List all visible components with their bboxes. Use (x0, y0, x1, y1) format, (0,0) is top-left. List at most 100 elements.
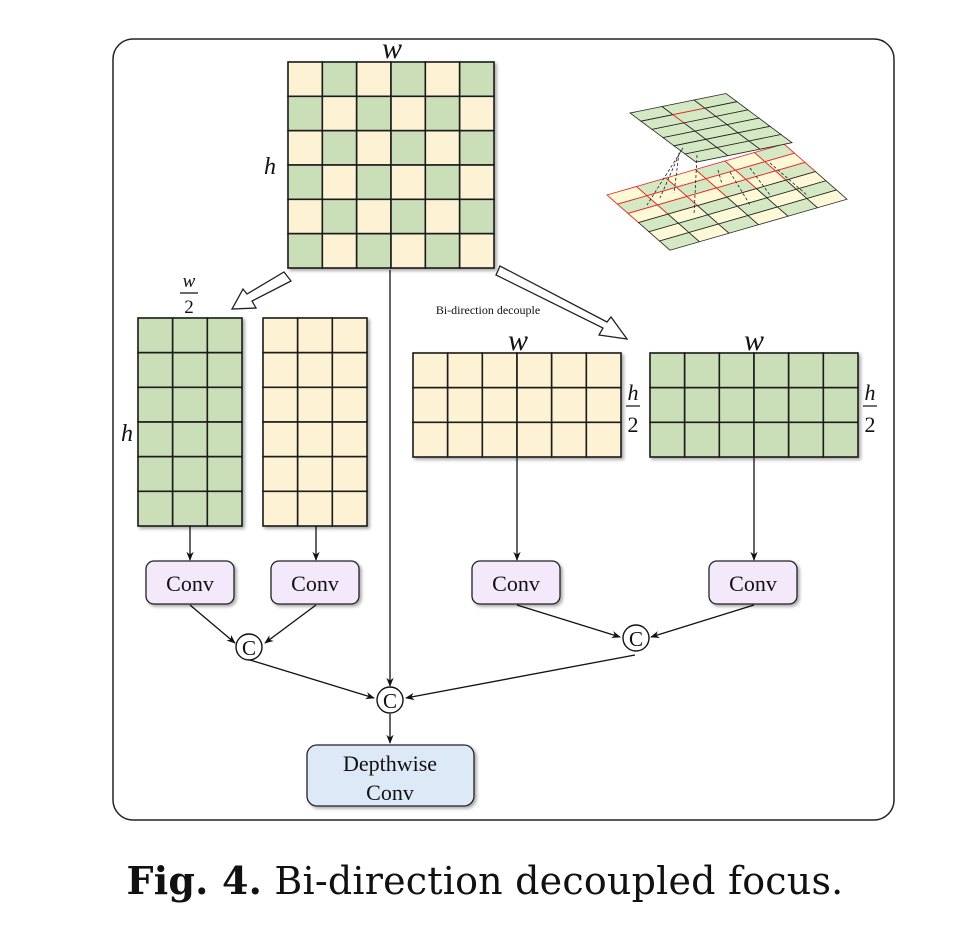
projection-lines (646, 147, 809, 216)
hsplit-yellow-height-denominator: 2 (628, 412, 639, 437)
grid-cell (206, 351, 243, 389)
grid-cell (355, 164, 392, 201)
grid-cell (649, 352, 686, 389)
grid-cell (718, 352, 755, 389)
edge-left-concat-to-center (249, 659, 375, 700)
grid-cell (321, 198, 358, 235)
connectors (186, 270, 758, 744)
grid-cell (753, 386, 790, 424)
grid-cell (296, 490, 334, 527)
grid-cell (321, 61, 358, 98)
edge-conv4-to-concat (650, 604, 755, 639)
grid-cell (585, 386, 622, 424)
grid-cell (171, 317, 209, 354)
conv-nodes: Conv Conv Conv Conv (145, 560, 798, 605)
grid-cell (331, 490, 368, 527)
grid-cell (355, 198, 392, 235)
grid-cell (424, 232, 461, 269)
conv-node-4: Conv (708, 560, 798, 605)
grid-cell (683, 352, 721, 389)
grid-cell (137, 317, 174, 354)
conv-label: Conv (492, 571, 540, 596)
grid-cell (753, 421, 790, 458)
grid-cell (171, 421, 209, 458)
edge-conv2-to-concat (264, 604, 317, 644)
grid-cell (331, 455, 368, 493)
hsplit-green-height-denominator: 2 (865, 412, 876, 437)
grid-cell (787, 421, 825, 458)
bi-direction-decouple-label: Bi-direction decouple (436, 303, 540, 317)
grid-cell (390, 61, 427, 98)
persp-top-grid (629, 93, 793, 163)
vsplit-green-half (137, 317, 243, 527)
grid-cell (321, 164, 358, 201)
grid-cell (550, 421, 588, 458)
persp-cell (806, 189, 848, 209)
grid-cell (822, 421, 859, 458)
grid-cell (137, 455, 174, 493)
grid-cell (458, 95, 495, 132)
grid-cell (683, 421, 721, 458)
grid-cell (412, 386, 449, 424)
grid-cell (171, 351, 209, 389)
input-height-label: h (264, 154, 276, 180)
hsplit-green-half (649, 352, 859, 458)
grid-cell (424, 164, 461, 201)
persp-bottom-grid (606, 143, 848, 251)
vsplit-height-label: h (121, 421, 133, 447)
vsplit-yellow-half (262, 317, 368, 527)
grid-cell (331, 421, 368, 458)
edge-conv1-to-concat (189, 604, 236, 644)
depthwise-label-line2: Conv (366, 780, 414, 805)
grid-cell (331, 386, 368, 423)
hsplit-green-width-label: w (744, 324, 764, 357)
grid-cell (262, 317, 299, 354)
grid-cell (516, 386, 553, 424)
grid-cell (321, 129, 358, 166)
grid-cell (787, 352, 825, 389)
grid-cell (822, 386, 859, 424)
grid-cell (481, 352, 518, 389)
grid-cell (206, 490, 243, 527)
grid-cell (355, 232, 392, 269)
grid-cell (355, 61, 392, 98)
depthwise-label-line1: Depthwise (343, 751, 437, 776)
grid-cell (390, 198, 427, 235)
grid-cell (585, 421, 622, 458)
grid-cell (296, 386, 334, 423)
conv-node-1: Conv (145, 560, 235, 605)
vsplit-width-numerator: w (183, 271, 196, 292)
grid-cell (206, 386, 243, 423)
grid-cell (424, 198, 461, 235)
grid-cell (137, 386, 174, 423)
grid-cell (262, 455, 299, 493)
edge-conv3-to-concat (516, 604, 621, 639)
grid-cell (171, 386, 209, 423)
conv-label: Conv (729, 571, 777, 596)
grid-cell (296, 455, 334, 493)
concat-node-center: C (376, 686, 404, 714)
grid-cell (458, 164, 495, 201)
hsplit-yellow-width-label: w (508, 324, 528, 357)
grid-cell (390, 232, 427, 269)
grid-cell (390, 164, 427, 201)
grid-cell (481, 386, 518, 424)
caption-text: Bi-direction decoupled focus. (262, 859, 844, 903)
grid-cell (718, 421, 755, 458)
grid-cell (287, 95, 324, 132)
grid-cell (296, 351, 334, 389)
grid-cell (331, 317, 368, 354)
persp-cell (748, 134, 793, 150)
grid-cell (206, 421, 243, 458)
grid-cell (287, 129, 324, 166)
grid-cell (137, 490, 174, 527)
grid-cell (446, 386, 484, 424)
grid-cell (321, 232, 358, 269)
grid-cell (412, 352, 449, 389)
split-arrows (230, 265, 629, 340)
conv-node-2: Conv (270, 560, 360, 605)
grid-cell (550, 386, 588, 424)
grid-cell (412, 421, 449, 458)
grid-cell (206, 317, 243, 354)
concat-nodes: C C C (235, 624, 650, 714)
